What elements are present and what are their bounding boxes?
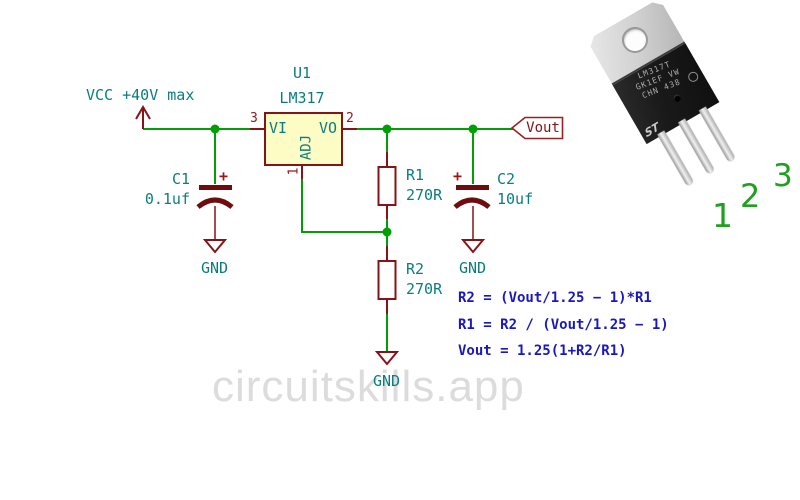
resistor-r2-symbol — [377, 260, 397, 300]
vout-flag — [510, 116, 564, 140]
pin-number-1: 1 — [712, 196, 733, 235]
gnd-symbol — [202, 239, 228, 254]
resistor-r1-symbol — [377, 166, 397, 206]
cap-curved-plate — [453, 197, 491, 210]
watermark: circuitskills.app — [212, 362, 525, 411]
junction-dot — [382, 124, 392, 134]
r2-value: 270R — [406, 280, 443, 298]
ic-pin3-number: 3 — [250, 111, 258, 126]
cap-curved-plate — [196, 197, 234, 210]
c1-value: 0.1uf — [144, 190, 190, 208]
r1-reference: R1 — [406, 166, 425, 184]
junction-dot — [468, 124, 478, 134]
ic-pin-vi-label: VI — [269, 119, 288, 137]
vout-label: Vout — [526, 120, 560, 136]
gnd-label-c2: GND — [459, 259, 487, 277]
c1-reference: C1 — [171, 170, 190, 188]
junction-dot — [382, 227, 392, 237]
formula-vout: Vout = 1.25(1+R2/R1) — [458, 343, 627, 359]
r2-reference: R2 — [406, 260, 425, 278]
junction-dots — [210, 124, 478, 237]
capacitor-c2-symbol — [453, 185, 491, 210]
c1-polarity-mark: + — [219, 167, 229, 185]
ic-pin1-number: 1 — [286, 167, 302, 176]
to220-dimple — [672, 93, 683, 103]
ic-pin2-number: 2 — [346, 111, 354, 126]
vcc-arrow-icon — [135, 105, 151, 129]
pin-number-2: 2 — [740, 177, 761, 215]
junction-dot — [210, 124, 220, 134]
pin-number-3: 3 — [773, 158, 793, 194]
cap-plate — [456, 185, 489, 190]
cap-plate — [199, 185, 232, 190]
gnd-symbol — [374, 351, 400, 366]
pin-stubs — [214, 128, 474, 314]
ic-body — [264, 112, 343, 166]
capacitor-c1-symbol — [196, 185, 234, 210]
c2-value: 10uf — [497, 190, 534, 208]
gnd-symbol — [460, 239, 486, 254]
formula-r1: R1 = R2 / (Vout/1.25 − 1) — [458, 317, 669, 333]
r1-value: 270R — [406, 186, 443, 204]
formula-r2: R2 = (Vout/1.25 − 1)*R1 — [458, 290, 652, 306]
ic-pin-adj-label: ADJ — [298, 134, 315, 161]
gnd-label-r2: GND — [373, 372, 401, 390]
gnd-label-c1: GND — [201, 259, 229, 277]
c2-polarity-mark: + — [453, 167, 463, 185]
wire-segment — [301, 178, 387, 233]
c2-reference: C2 — [497, 170, 516, 188]
ic-value: LM317 — [279, 89, 325, 107]
ic-reference: U1 — [292, 64, 312, 82]
ic-pin-vo-label: VO — [319, 119, 338, 137]
power-flag-label: VCC +40V max — [86, 86, 195, 104]
